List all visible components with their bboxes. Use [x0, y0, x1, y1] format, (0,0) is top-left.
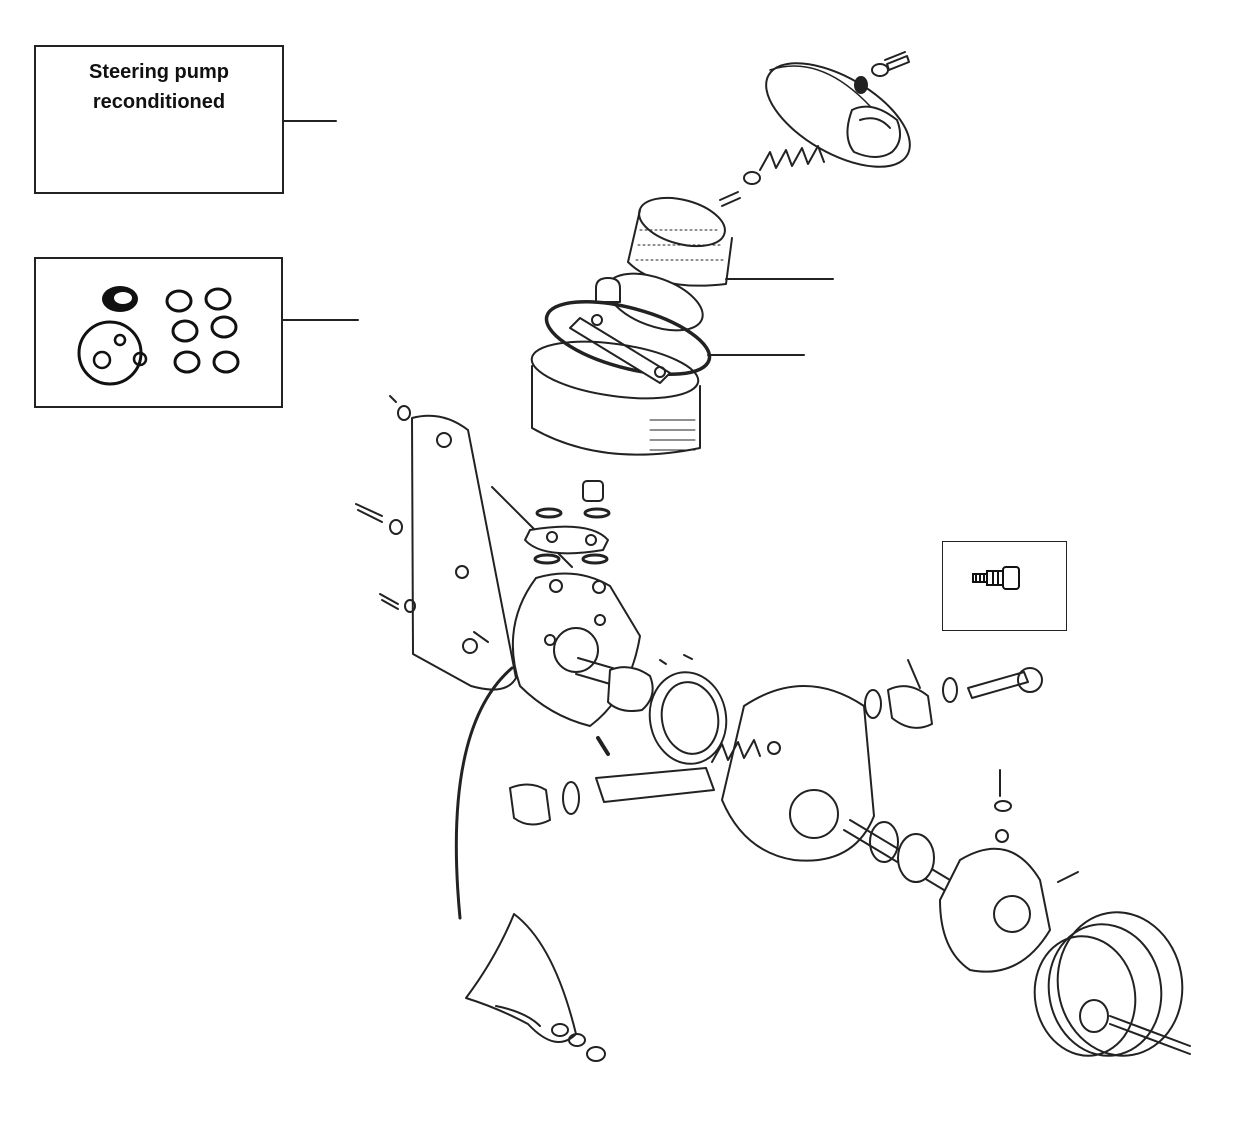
filter-element [627, 191, 741, 287]
adjuster-arm [465, 913, 606, 1062]
dowel-pin [596, 736, 610, 756]
bracket-bolt-middle [355, 503, 403, 535]
banjo-fitting [864, 659, 958, 729]
cover-bolt [994, 769, 1079, 883]
cam-ring [648, 671, 728, 765]
reservoir-oring [544, 300, 712, 376]
reservoir-can [530, 340, 701, 456]
pump-body [721, 685, 875, 862]
connection-seals [524, 480, 611, 565]
spring-washer [743, 171, 761, 185]
filter-plate [595, 272, 704, 332]
spring [759, 145, 825, 171]
reservoir-lid [765, 62, 911, 168]
pump-rotor [575, 654, 693, 712]
seal-kit-icon [77, 286, 240, 386]
callout-pressure-switch[interactable] [942, 541, 1067, 631]
pulley [1033, 911, 1191, 1057]
bracket-bolt-top [389, 395, 411, 421]
banjo-bolt [967, 667, 1043, 699]
callout-steering-pump[interactable]: Steering pump reconditioned [34, 45, 284, 194]
callout-steering-pump-label: Steering pump reconditioned [88, 61, 229, 113]
callout-seal-kit[interactable] [34, 257, 283, 408]
reservoir-bracket [569, 314, 671, 384]
front-cover [939, 829, 1051, 973]
return-hose [454, 666, 514, 920]
relief-valve [509, 739, 761, 826]
lid-bolt [854, 51, 910, 94]
bracket-bolt-lower [379, 593, 489, 643]
drive-shaft [843, 819, 951, 891]
pressure-switch-icon [972, 566, 1020, 590]
